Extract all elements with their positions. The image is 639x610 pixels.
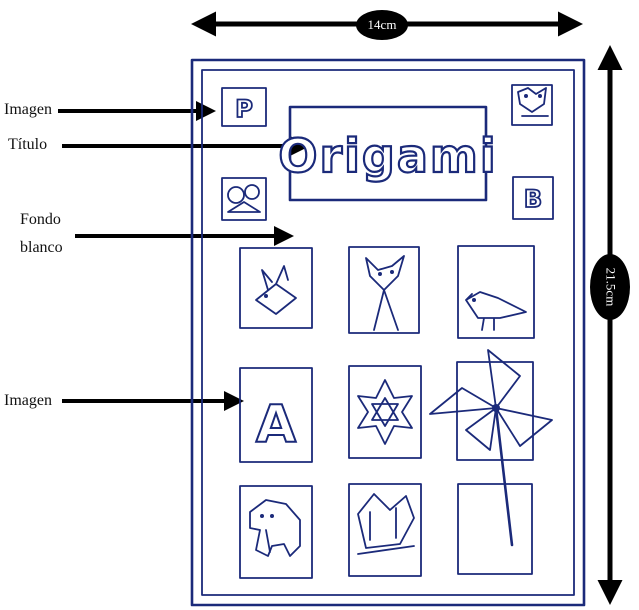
grid-cell-flower bbox=[348, 365, 422, 459]
cover-title-text: Origami bbox=[278, 129, 497, 183]
grid-cell-empty bbox=[457, 483, 533, 575]
label-imagen-top: Imagen bbox=[4, 101, 52, 118]
label-imagen-mid: Imagen bbox=[4, 392, 52, 409]
corner-image-right-mid: B bbox=[512, 176, 554, 220]
grid-cell-rabbit bbox=[239, 247, 313, 329]
corner-image-top-left: P bbox=[221, 87, 267, 127]
label-fondo-line2: blanco bbox=[20, 239, 63, 256]
cover-frame bbox=[190, 58, 586, 607]
grid-cell-fox bbox=[348, 246, 420, 334]
grid-cell-elephant bbox=[239, 485, 313, 579]
grid-cell-bird bbox=[457, 245, 535, 339]
height-dimension-label: 21.5cm bbox=[602, 267, 618, 307]
grid-letter-a: A bbox=[256, 395, 296, 455]
corner-letter-b: B bbox=[524, 185, 542, 213]
grid-cell-pinwheel bbox=[429, 349, 553, 547]
width-dimension-label: 14cm bbox=[367, 17, 397, 32]
title-box: Origami bbox=[277, 105, 497, 202]
height-dimension-badge: 21.5cm bbox=[590, 254, 630, 320]
grid-cell-house bbox=[348, 483, 422, 577]
grid-cell-letter-a: A bbox=[239, 367, 313, 463]
corner-image-top-right bbox=[511, 84, 553, 126]
label-titulo: Título bbox=[8, 136, 48, 153]
corner-image-left-mid bbox=[221, 177, 267, 221]
width-dimension-badge: 14cm bbox=[356, 10, 408, 40]
corner-letter-p: P bbox=[235, 95, 253, 123]
image-grid: A bbox=[239, 245, 553, 579]
label-fondo-line1: Fondo bbox=[20, 211, 61, 228]
